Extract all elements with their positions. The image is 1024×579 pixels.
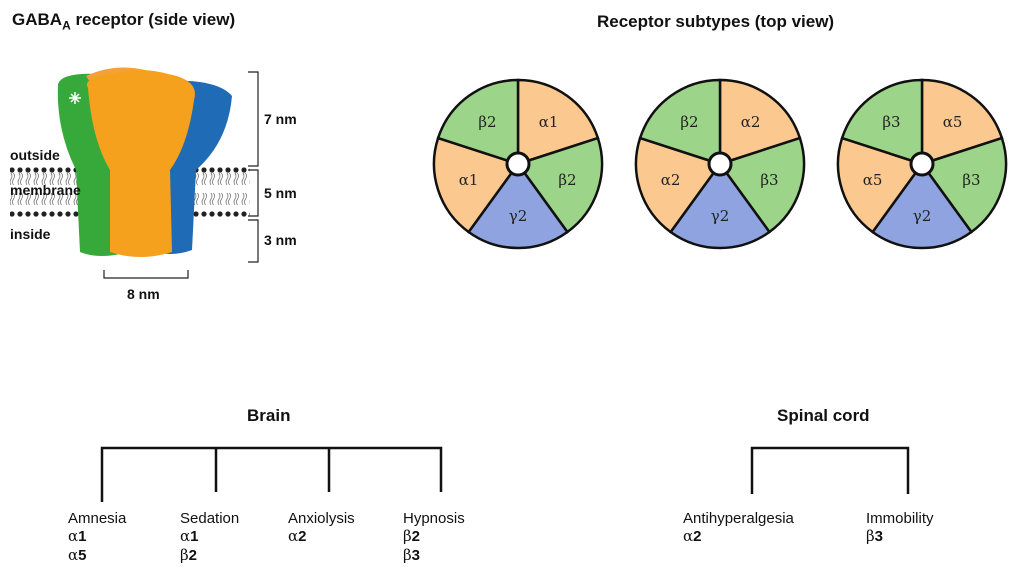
- subunit-segment: [870, 161, 974, 250]
- title-rest: receptor (side view): [70, 10, 236, 29]
- subunit-segment: [919, 136, 1008, 234]
- subunit-requirement: α5: [68, 546, 87, 564]
- subunit-segment: [718, 78, 802, 166]
- subunit-segment: [436, 78, 520, 166]
- subunit-segment: [466, 161, 570, 250]
- subunit-label: β3: [882, 113, 900, 131]
- subunit-requirement: β3: [866, 527, 884, 545]
- channel-pore: [707, 151, 733, 177]
- subunit-label: γ2: [509, 207, 528, 225]
- spinal-bracket: [750, 446, 910, 494]
- side-view-title: GABAA receptor (side view): [12, 10, 235, 32]
- subunit-segment: [515, 136, 604, 234]
- subunit-label: α2: [661, 171, 681, 189]
- outside-label: outside: [10, 147, 60, 163]
- subunit-label: α5: [943, 113, 963, 131]
- subunit-requirement: α1: [68, 527, 87, 545]
- subunit-label: γ2: [913, 207, 932, 225]
- channel-pore: [505, 151, 531, 177]
- width-bracket: [103, 270, 189, 279]
- width-label: 8 nm: [127, 286, 160, 302]
- orange-subunit: [86, 70, 195, 257]
- brain-bracket: [100, 446, 443, 502]
- spinal-title: Spinal cord: [777, 406, 870, 425]
- subunit-segment: [840, 78, 924, 166]
- subunit-requirement: α1: [180, 527, 199, 545]
- effect-name: Hypnosis: [403, 510, 465, 527]
- dim-bot-label: 3 nm: [264, 232, 297, 248]
- subunit-label: β2: [558, 171, 576, 189]
- brain-title: Brain: [247, 406, 291, 425]
- top-view-title: Receptor subtypes (top view): [597, 12, 835, 31]
- subtype-wheel: α2 β3 γ2 α2 β2: [634, 78, 806, 250]
- subunit-segment: [516, 78, 600, 166]
- title-subscript: A: [62, 18, 71, 33]
- subunit-requirement: β2: [180, 546, 198, 564]
- effect-name: Antihyperalgesia: [683, 510, 794, 527]
- subtype-wheel: α5 β3 γ2 α5 β3: [836, 78, 1008, 250]
- subunit-segment: [634, 136, 723, 234]
- inside-label: inside: [10, 226, 51, 242]
- subunit-requirement: β3: [403, 546, 421, 564]
- subunit-segment: [920, 78, 1004, 166]
- dim-mid-label: 5 nm: [264, 185, 297, 201]
- subtype-wheel: α1 β2 γ2 α1 β2: [432, 78, 604, 250]
- subunit-segment: [432, 136, 521, 234]
- binding-site-icon: [69, 92, 81, 104]
- subunit-segment: [717, 136, 806, 234]
- dim-top-label: 7 nm: [264, 111, 297, 127]
- dimension-bracket: [248, 71, 259, 263]
- subunit-segment: [638, 78, 722, 166]
- subunit-requirement: α2: [288, 527, 307, 545]
- subunit-segment: [668, 161, 772, 250]
- receptor-side-diagram: [10, 67, 259, 279]
- effect-name: Amnesia: [68, 510, 127, 527]
- effect-name: Anxiolysis: [288, 510, 355, 527]
- subunit-label: α2: [741, 113, 761, 131]
- effect-name: Immobility: [866, 510, 934, 527]
- subunit-label: β2: [680, 113, 698, 131]
- subunit-requirement: α2: [683, 527, 702, 545]
- subunit-label: γ2: [711, 207, 730, 225]
- subunit-requirement: β2: [403, 527, 421, 545]
- subunit-label: β3: [962, 171, 980, 189]
- subunit-label: α5: [863, 171, 883, 189]
- title-gaba: GABA: [12, 10, 63, 29]
- subtype-wheels: α1 β2 γ2 α1 β2 α2 β3 γ2 α2 β2 α5 β3 γ2 α5 β3: [432, 78, 1008, 250]
- channel-pore: [909, 151, 935, 177]
- subunit-label: α1: [539, 113, 559, 131]
- effect-name: Sedation: [180, 510, 240, 527]
- subunit-label: α1: [459, 171, 479, 189]
- membrane-label: membrane: [10, 182, 81, 198]
- subunit-label: β2: [478, 113, 496, 131]
- subunit-label: β3: [760, 171, 778, 189]
- subunit-segment: [836, 136, 925, 234]
